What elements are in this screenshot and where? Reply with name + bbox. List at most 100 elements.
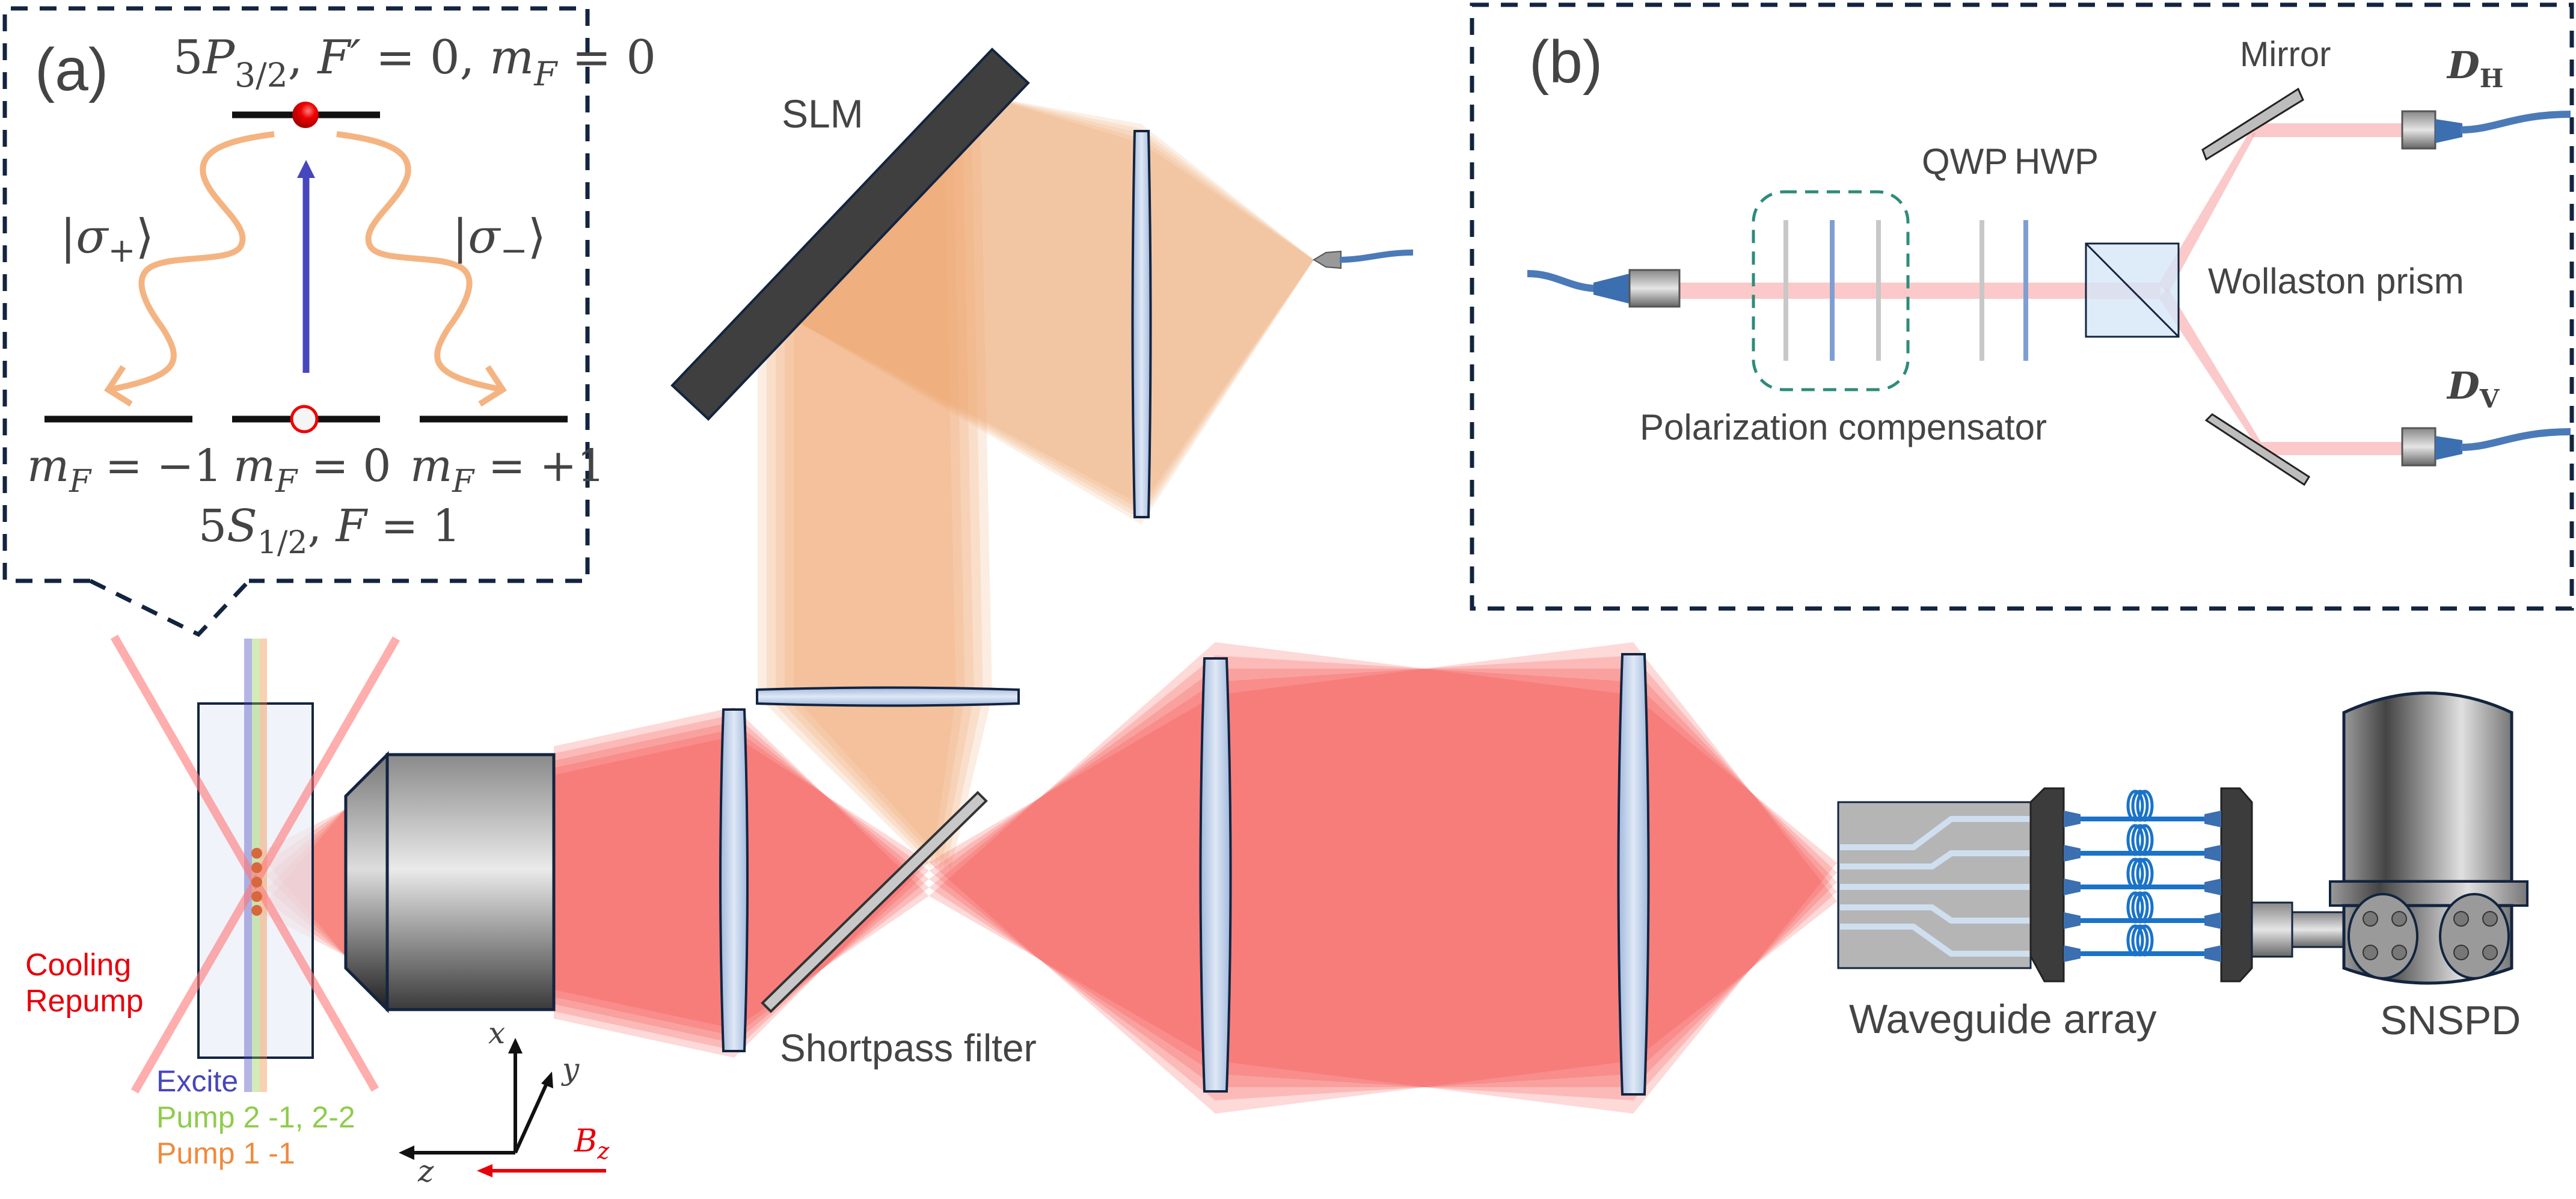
x-axis-label: x xyxy=(488,1016,505,1050)
snspd-connector xyxy=(2251,901,2293,958)
beam-to-dh xyxy=(2252,123,2405,137)
trapped-atom xyxy=(251,891,262,902)
snspd-cryostat-body xyxy=(2342,691,2513,883)
panel-a-tag: (a) xyxy=(35,36,108,103)
detector-v-body xyxy=(2401,427,2436,467)
compensator-box xyxy=(1752,190,1910,391)
waveguide-array-label: Waveguide array xyxy=(1849,996,2157,1042)
waveguide-channels xyxy=(1840,816,2031,957)
detector-h-boot xyxy=(2435,119,2462,143)
excited-state-label: 5P3/2, F′ = 0, mF = 0 xyxy=(173,31,656,94)
qwp-label: QWP xyxy=(1922,141,2008,182)
mirror-label: Mirror xyxy=(2240,35,2331,74)
atom-trap-region xyxy=(110,634,400,1094)
slm-beam-segment xyxy=(782,96,1141,524)
bolt xyxy=(2482,911,2498,927)
slm-beam-segment xyxy=(767,129,965,869)
panel-a-energy-levels: (a) 5P3/2, F′ = 0, mF = 0 |σ+⟩ |σ−⟩ mF =… xyxy=(2,6,656,637)
fluorescence-beam-segment xyxy=(929,695,1215,1114)
fluorescence-beam-segment xyxy=(1633,655,1837,1074)
fiber-connector xyxy=(2064,945,2081,962)
fiber-loop xyxy=(2131,924,2149,957)
vacuum-cell xyxy=(197,702,314,1059)
waveguide-channel xyxy=(1840,924,2031,957)
fluorescence-beam-segment xyxy=(554,707,734,1029)
slm-beam-segment xyxy=(1141,138,1314,520)
fluorescence-beam-segment xyxy=(1215,655,1633,1100)
waveguide-array xyxy=(1837,787,2253,983)
mirror-top xyxy=(2201,87,2304,161)
fluorescence-beam-segment xyxy=(554,722,734,1043)
cooling-beam-2 xyxy=(130,636,400,1094)
fiber-array-block-right xyxy=(2220,787,2253,983)
pump1-label: Pump 1 -1 xyxy=(156,1136,295,1170)
trapped-atom xyxy=(251,848,262,859)
fluorescence-beam-segment xyxy=(1633,695,1837,1114)
output-fiber-top xyxy=(1313,250,1414,269)
fluorescence-beam-segment xyxy=(554,714,734,1036)
fiber-loop xyxy=(2126,824,2144,856)
fiber-connector xyxy=(2064,845,2081,862)
fluorescence-beam-group xyxy=(259,642,1837,1114)
fiber-connector xyxy=(2204,912,2221,929)
mirror-bottom xyxy=(2204,413,2311,486)
fiber-loop xyxy=(2126,891,2144,924)
fluorescence-beam-segment xyxy=(1633,682,1837,1100)
fluorescence-beam-segment xyxy=(734,736,929,1058)
sublevel-label-0: mF = 0 xyxy=(233,440,391,500)
z-axis-head xyxy=(399,1145,414,1160)
z-axis-label: z xyxy=(417,1154,434,1189)
fluorescence-beam-segment xyxy=(929,669,1215,1087)
sigma-plus-label: |σ+⟩ xyxy=(60,210,154,269)
bolt xyxy=(2363,911,2378,927)
bz-label: Bz xyxy=(574,1123,610,1164)
compensator-plate-3 xyxy=(1876,220,1881,361)
fluorescence-beam-segment xyxy=(734,729,929,1050)
fluorescence-beam-segment xyxy=(929,682,1215,1100)
bz-arrow-head xyxy=(477,1164,492,1177)
lens-right-top xyxy=(1131,130,1152,518)
fluorescence-beam-segment xyxy=(734,707,929,1029)
sigma-minus-arrowhead xyxy=(478,365,507,407)
detector-h-label: DH xyxy=(2446,43,2503,93)
wollaston-interface xyxy=(2085,242,2180,338)
objective-front xyxy=(344,750,389,1014)
detector-v-label: DV xyxy=(2446,364,2500,414)
snspd-pipe xyxy=(2291,911,2346,948)
lens-horizontal xyxy=(756,686,1020,707)
fluorescence-beam-segment xyxy=(1633,669,1837,1087)
compensator-plate-1 xyxy=(1783,220,1788,361)
fiber-connector xyxy=(2204,811,2221,827)
fiber-connector xyxy=(2064,811,2081,827)
excite-arrow-head xyxy=(297,160,315,178)
snspd-label: SNSPD xyxy=(2380,998,2521,1043)
excited-atom-dot xyxy=(292,102,319,128)
slm-beam-group xyxy=(758,96,1314,869)
fiber-connector xyxy=(2204,945,2221,962)
fiber-connector xyxy=(2064,912,2081,929)
panel-b-tag: (b) xyxy=(1529,28,1602,96)
compensator-label: Polarization compensator xyxy=(1640,407,2047,447)
lens-1 xyxy=(719,708,749,1052)
fiber-loop xyxy=(2126,857,2144,890)
waveguide-channel xyxy=(1840,816,2031,850)
fiber-tip xyxy=(1313,250,1342,269)
y-axis-head xyxy=(541,1072,553,1088)
fluorescence-beam-segment xyxy=(1633,642,1837,1061)
cooling-label: Cooling xyxy=(25,948,131,983)
slm-beam-segment xyxy=(794,102,992,869)
bolt xyxy=(2391,911,2407,927)
shortpass-filter-label: Shortpass filter xyxy=(780,1026,1037,1070)
snspd-port-1 xyxy=(2348,893,2418,980)
trapped-atom xyxy=(251,905,262,916)
waveguide-channel xyxy=(1840,904,2031,924)
slm-beam-segment xyxy=(1141,129,1314,510)
panel-b-polarization-analysis: (b) QWP HWP Polarization compensator Wol… xyxy=(1470,2,2574,611)
slm-beam-segment xyxy=(1141,143,1314,524)
detector-h-cable xyxy=(2460,111,2571,133)
sublevel-label-minus1: mF = −1 xyxy=(27,440,222,500)
y-axis-label: y xyxy=(561,1052,580,1087)
sublevel-label-plus1: mF = +1 xyxy=(410,440,605,500)
detector-v-boot xyxy=(2435,436,2462,460)
fluorescence-beam-segment xyxy=(554,729,734,1050)
